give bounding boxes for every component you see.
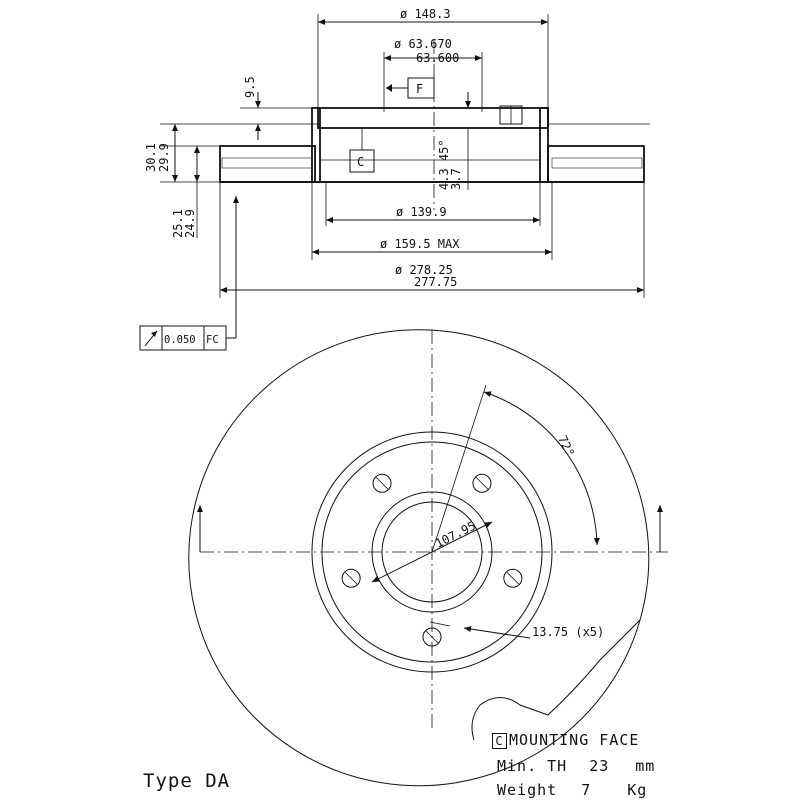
- mounting-face-label: MOUNTING FACE: [509, 731, 640, 749]
- plan-holes: 13.75 (x5): [532, 625, 604, 639]
- plan-angle: 72°: [555, 433, 577, 459]
- bolt-hole: [422, 627, 442, 647]
- datum-f: F: [416, 82, 423, 96]
- dim-139: ø 139.9: [396, 205, 447, 219]
- runout-datum: FC: [206, 334, 219, 346]
- type-label: Type DA: [143, 770, 231, 792]
- bolt-hole: [503, 568, 523, 588]
- bolt-hole-cross: [475, 476, 489, 490]
- datum-f-box: [407, 77, 435, 99]
- weight-value: 7: [581, 781, 592, 799]
- dim-148: ø 148.3: [400, 7, 451, 21]
- bolt-hole-cross: [344, 571, 358, 585]
- dim-chamfer-upper: 4.3 45°: [437, 139, 451, 190]
- dim-flange-upper: 25.1: [171, 209, 185, 238]
- runout-frame: [139, 325, 227, 351]
- bolt-hole: [341, 568, 361, 588]
- dim-278-upper: ø 278.25: [395, 263, 453, 277]
- min-th-value: 23: [589, 757, 610, 775]
- dim-chamfer-lower: 3.7: [449, 168, 463, 190]
- plan-pcd: 107.95: [433, 519, 478, 551]
- dim-thick-lower: 29.9: [157, 143, 171, 172]
- bolt-hole: [372, 473, 392, 493]
- datum-c-box: [349, 149, 375, 173]
- dim-thick-upper: 30.1: [144, 143, 158, 172]
- weight-label: Weight: [497, 781, 558, 799]
- bolt-hole-cross: [506, 571, 520, 585]
- dim-9-5: 9.5: [243, 76, 257, 98]
- datum-c: C: [357, 155, 364, 169]
- plan-view: [188, 329, 668, 787]
- min-th-note: Min. TH 23 mm: [497, 757, 655, 775]
- dim-159: ø 159.5 MAX: [380, 237, 460, 251]
- weight-unit: Kg: [627, 781, 648, 799]
- section-view: [160, 14, 650, 339]
- bolt-hole-cross: [425, 630, 439, 644]
- mounting-c-box: C: [492, 733, 507, 749]
- dim-63-lower: 63.600: [416, 51, 459, 65]
- dim-63-upper: ø 63.670: [394, 37, 452, 51]
- min-th-label: Min. TH: [497, 757, 568, 775]
- bolt-hole-cross: [375, 476, 389, 490]
- weight-note: Weight 7 Kg: [497, 781, 647, 799]
- dim-278-lower: 277.75: [414, 275, 457, 289]
- min-th-unit: mm: [635, 757, 656, 775]
- runout-value: 0.050: [164, 334, 196, 346]
- dim-flange-lower: 24.9: [183, 209, 197, 238]
